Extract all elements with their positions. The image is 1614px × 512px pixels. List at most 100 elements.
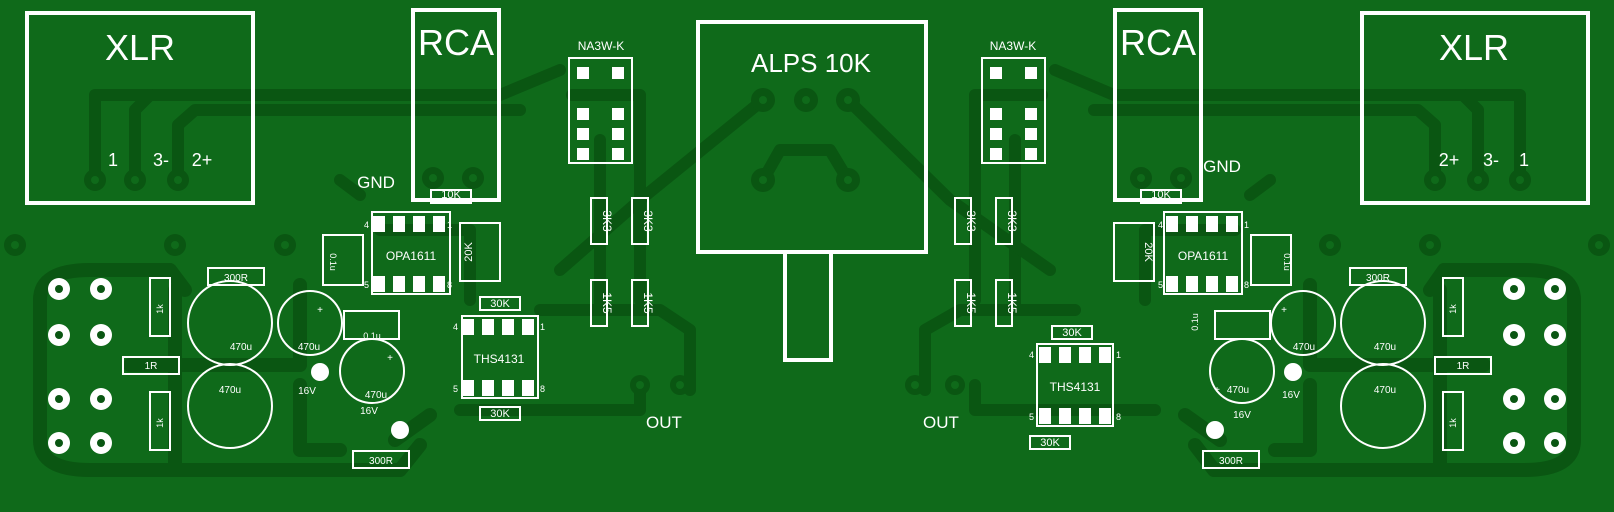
pin-label: 4 xyxy=(453,322,458,332)
resistor-1r: 1R xyxy=(1457,361,1470,372)
resistor-30k: 30K xyxy=(1062,327,1082,339)
capacitor-01u: 0.1u xyxy=(1190,313,1200,331)
capacitor-470u: 470u xyxy=(1227,385,1249,396)
resistor-1k5: 1K5 xyxy=(964,292,978,314)
pin-label: 8 xyxy=(540,384,545,394)
capacitor-01u: 0.1u xyxy=(1282,253,1292,271)
resistor-10k-right: 10K xyxy=(1151,189,1171,201)
plus-mark: + xyxy=(317,305,323,316)
xlr-right-label: XLR xyxy=(1439,27,1509,68)
out-left-label: OUT xyxy=(646,413,682,432)
resistor-20k: 20K xyxy=(463,242,475,262)
pin-label: 1 xyxy=(447,220,452,230)
opa-right-label: OPA1611 xyxy=(1178,249,1229,263)
zener-16v: 16V xyxy=(1282,390,1300,401)
pin-label: 5 xyxy=(1158,280,1163,290)
copper-traces xyxy=(33,64,1581,477)
ths-right-label: THS4131 xyxy=(1050,380,1101,394)
pads xyxy=(4,67,1610,454)
rotated-labels: 3K3 3K3 3K3 3K3 1K5 1K5 1K5 1K5 20K 20K … xyxy=(155,210,1458,427)
xlr-right-pin-3: 3- xyxy=(1483,150,1499,170)
pin-label: 4 xyxy=(1158,220,1163,230)
resistor-3k3: 3K3 xyxy=(600,210,614,232)
zener-16v: 16V xyxy=(360,406,378,417)
xlr-right-outline xyxy=(1360,11,1590,205)
cap-470u-outline xyxy=(277,290,343,356)
pot-label: ALPS 10K xyxy=(751,48,872,78)
resistor-300r: 300R xyxy=(1219,456,1243,467)
resistor-20k: 20K xyxy=(1142,242,1154,262)
plus-mark: + xyxy=(387,353,393,364)
pin-label: 4 xyxy=(1029,350,1034,360)
capacitor-470u: 470u xyxy=(230,342,252,353)
opa-left-label: OPA1611 xyxy=(386,249,437,263)
resistor-300r: 300R xyxy=(1366,273,1390,284)
resistor-30k: 30K xyxy=(1040,437,1060,449)
resistor-3k3: 3K3 xyxy=(641,210,655,232)
resistor-3k3: 3K3 xyxy=(1005,210,1019,232)
resistor-1k: 1k xyxy=(1448,418,1458,428)
capacitor-470u: 470u xyxy=(365,390,387,401)
ths-left-label: THS4131 xyxy=(474,352,525,366)
selector-left-outline xyxy=(568,57,633,164)
capacitor-470u: 470u xyxy=(1374,385,1396,396)
rca-left-label: RCA xyxy=(418,22,494,63)
resistor-300r: 300R xyxy=(224,273,248,284)
ths-left-outline xyxy=(461,315,539,399)
capacitor-01u: 0.1u xyxy=(328,253,338,271)
capacitor-470u: 470u xyxy=(298,342,320,353)
cap-470u-outline xyxy=(339,338,405,404)
opa-left-outline xyxy=(371,211,451,295)
resistor-30k: 30K xyxy=(490,408,510,420)
connector-outlines xyxy=(25,8,1590,362)
rca-left-outline xyxy=(411,8,501,202)
selector-left-label: NA3W-K xyxy=(578,39,624,53)
capacitor-470u: 470u xyxy=(1293,342,1315,353)
resistor-1k5: 1K5 xyxy=(600,292,614,314)
plus-mark: + xyxy=(1281,305,1287,316)
cap-470u-outline xyxy=(187,363,273,449)
resistor-3k3: 3K3 xyxy=(964,210,978,232)
zener-16v: 16V xyxy=(298,386,316,397)
rca-right-outline xyxy=(1113,8,1203,202)
small-outlines xyxy=(187,57,1426,449)
xlr-left-pin-3: 3- xyxy=(153,150,169,170)
pin-label: 5 xyxy=(1029,412,1034,422)
cap-470u-outline xyxy=(1270,290,1336,356)
xlr-left-label: XLR xyxy=(105,27,175,68)
resistor-10k-left: 10K xyxy=(441,189,461,201)
resistor-300r: 300R xyxy=(369,456,393,467)
cap-470u-outline xyxy=(1209,338,1275,404)
xlr-right-pin-2: 2+ xyxy=(1439,150,1460,170)
out-right-label: OUT xyxy=(923,413,959,432)
pin-label: 8 xyxy=(1244,280,1249,290)
pin-label: 5 xyxy=(364,280,369,290)
plus-mark: + xyxy=(1214,385,1220,396)
pin-label: 8 xyxy=(447,280,452,290)
selector-right-label: NA3W-K xyxy=(990,39,1036,53)
xlr-right-pin-1: 1 xyxy=(1519,150,1529,170)
pin-label: 4 xyxy=(364,220,369,230)
opa-right-outline xyxy=(1163,211,1243,295)
pin-label: 5 xyxy=(453,384,458,394)
silkscreen-text: XLR XLR RCA RCA ALPS 10K NA3W-K NA3W-K G… xyxy=(105,22,1529,467)
xlr-left-pin-1: 1 xyxy=(108,150,118,170)
gnd-left-label: GND xyxy=(357,173,395,192)
pot-shaft-outline xyxy=(783,250,833,362)
capacitor-470u: 470u xyxy=(1374,342,1396,353)
xlr-left-pin-2: 2+ xyxy=(192,150,213,170)
cap-470u-outline xyxy=(1340,363,1426,449)
resistor-1k: 1k xyxy=(155,304,165,314)
xlr-left-outline xyxy=(25,11,255,205)
resistor-1k: 1k xyxy=(1448,304,1458,314)
gnd-right-label: GND xyxy=(1203,157,1241,176)
pin-label: 1 xyxy=(1116,350,1121,360)
pin-label: 8 xyxy=(1116,412,1121,422)
resistor-1k5: 1K5 xyxy=(1005,292,1019,314)
resistor-bodies xyxy=(122,189,1492,469)
rca-right-label: RCA xyxy=(1120,22,1196,63)
capacitor-470u: 470u xyxy=(219,385,241,396)
resistor-1k: 1k xyxy=(155,418,165,428)
